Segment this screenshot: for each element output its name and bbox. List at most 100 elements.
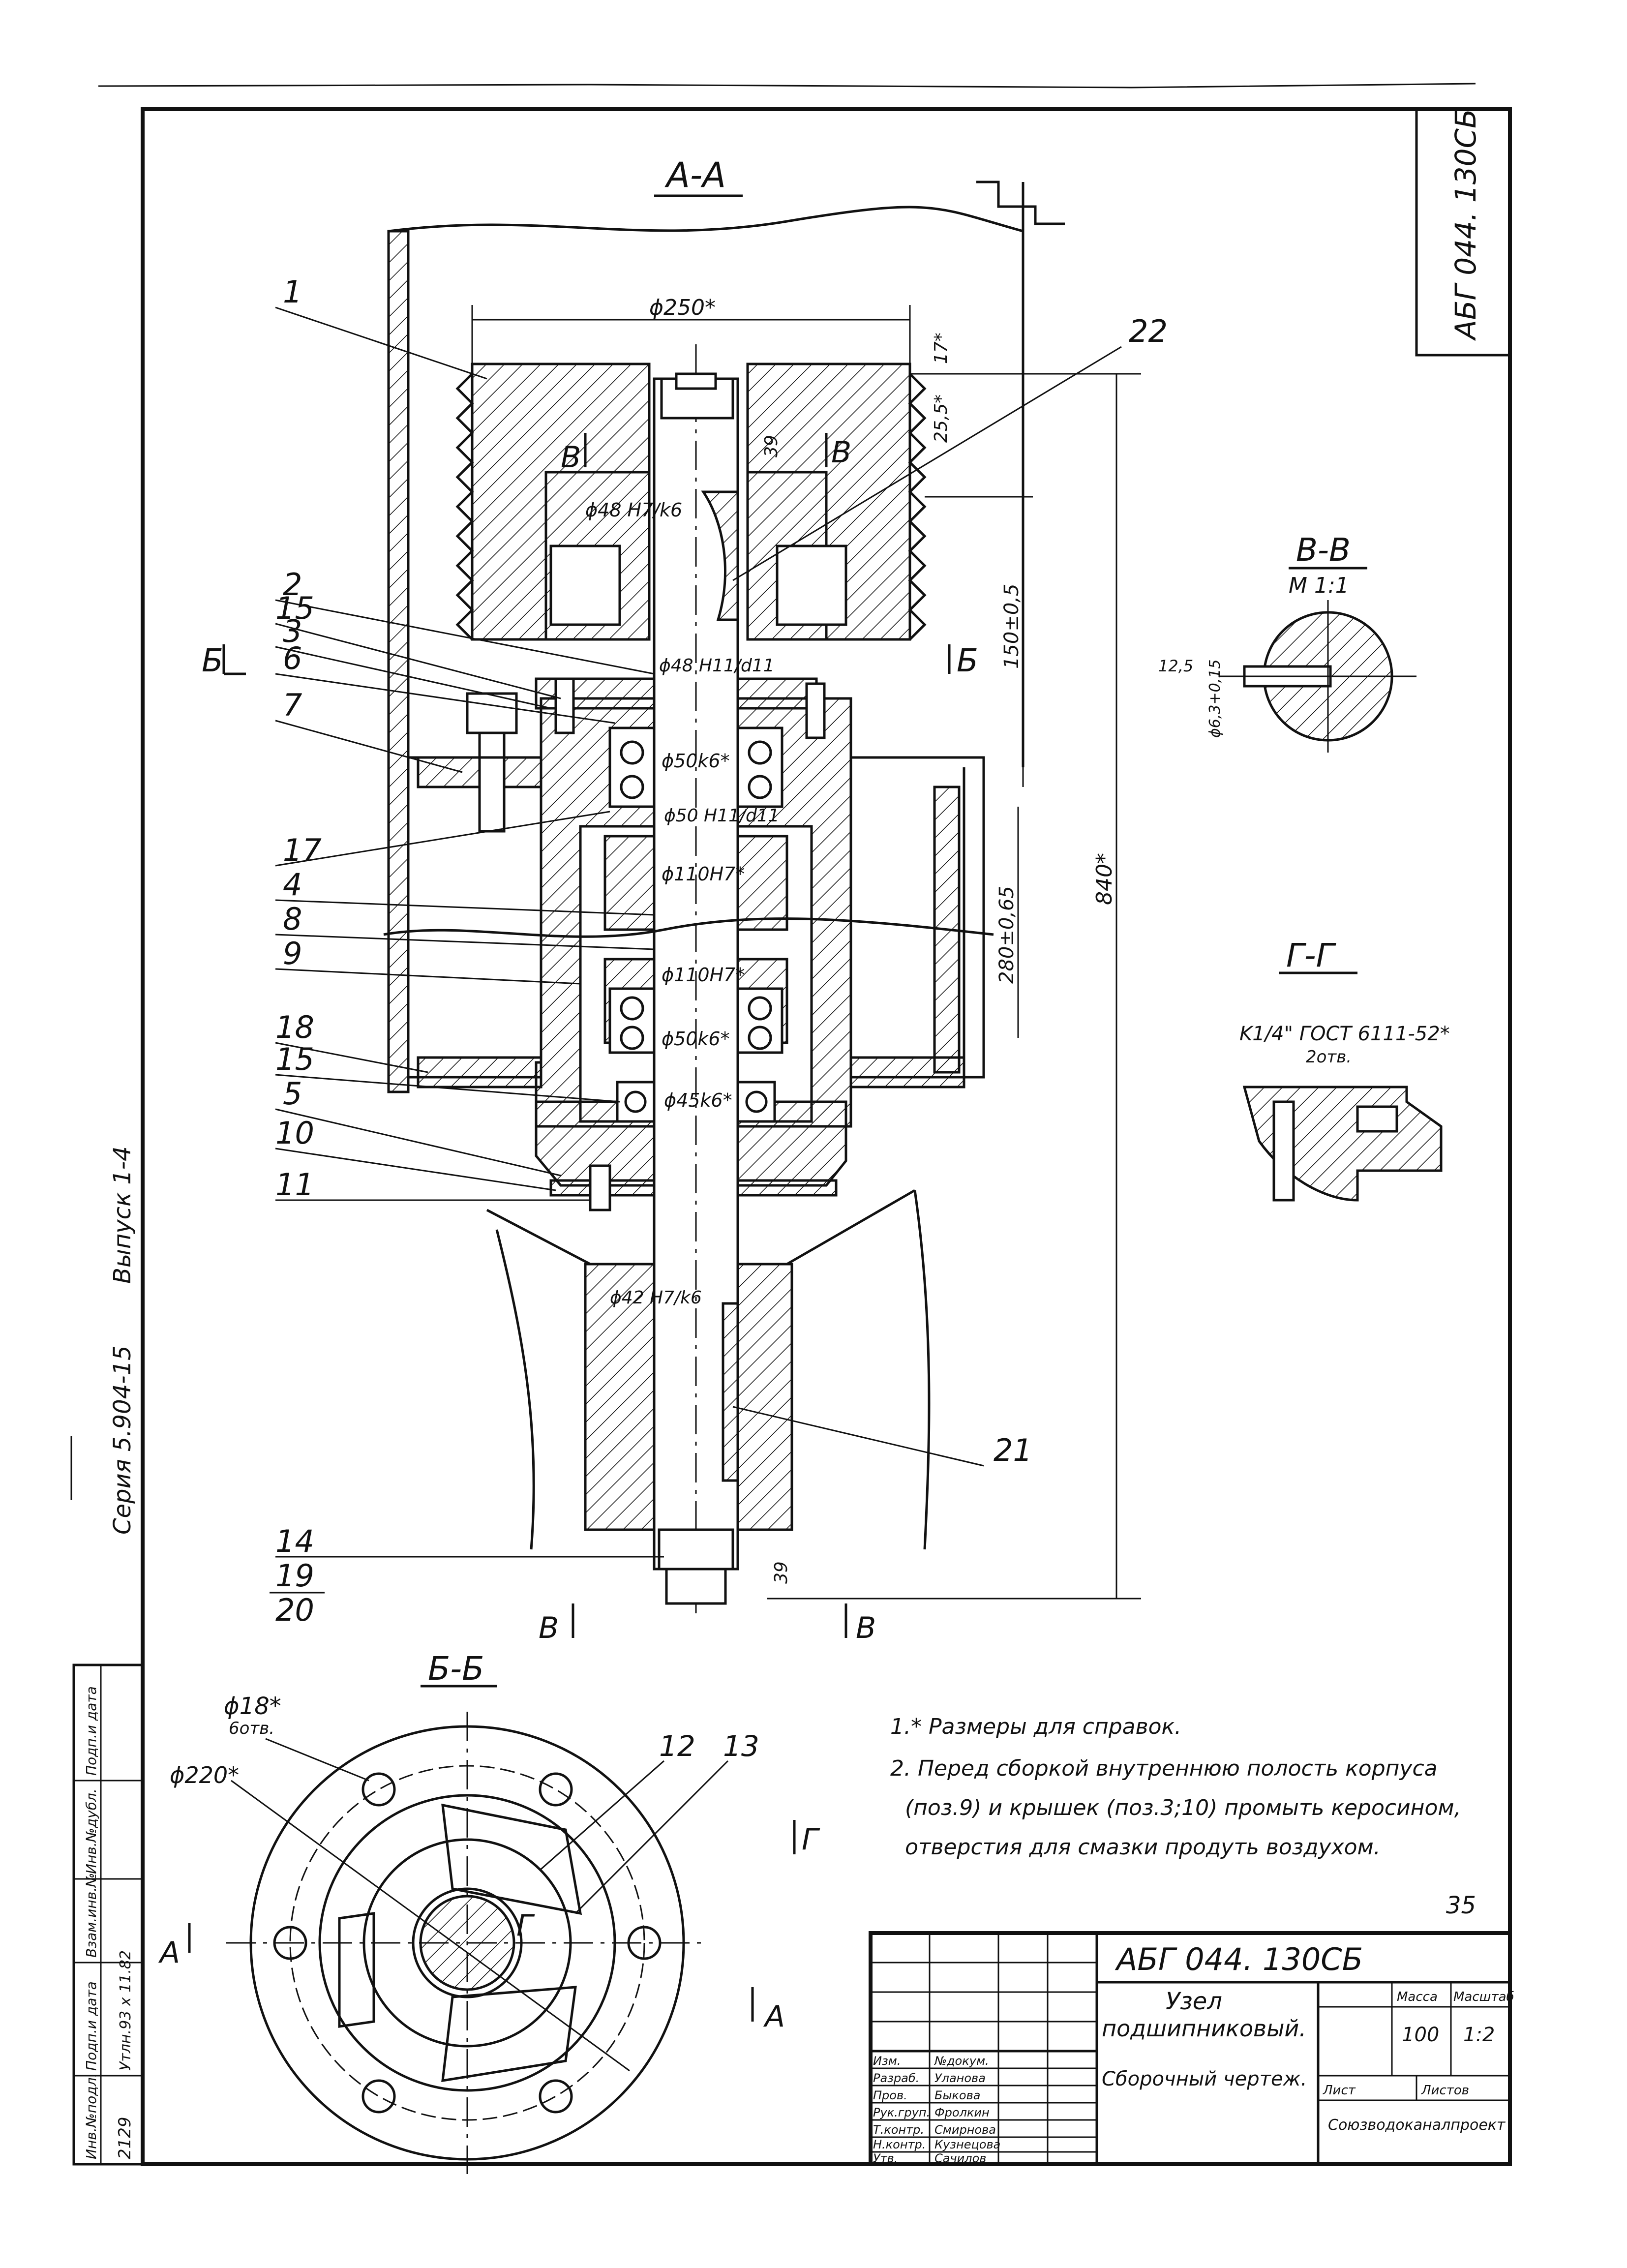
pos-12-leader xyxy=(541,1760,664,1870)
coupling-left xyxy=(584,1263,656,1531)
title-block: АБГ 044. 130СБ Узел подшипниковый. Сборо… xyxy=(869,1931,1514,2166)
section-gg-title: Г-Г xyxy=(1286,937,1337,974)
left-stamp-h4: Подп.и дата xyxy=(83,1686,99,1776)
pos-18: 18 xyxy=(275,1009,314,1045)
left-stamp-sign: Утлн.93 х 11.82 xyxy=(117,1950,134,2071)
bottom-screw xyxy=(589,1164,611,1211)
pos-3: 3 xyxy=(283,613,302,649)
left-stamp: Инв.№подл. Подп.и дата Взам.инв.№ Инв.№д… xyxy=(72,1663,144,2166)
dim-d220: ϕ220* xyxy=(170,1762,239,1788)
dim-d17: 17* xyxy=(931,333,951,364)
spacer-left-top xyxy=(603,835,656,931)
flange-rib-bottom xyxy=(441,1986,577,2082)
note-3: (поз.9) и крышек (поз.3;10) промыть керо… xyxy=(905,1795,1461,1820)
tb-scale: 1:2 xyxy=(1463,2024,1495,2046)
tb-code: АБГ 044. 130СБ xyxy=(1115,1941,1363,1977)
left-stamp-h3: Инв.№дубл. xyxy=(83,1788,99,1874)
corner-code: АБГ 044. 130СБ xyxy=(1449,109,1482,341)
dim-d150: 150±0,5 xyxy=(1000,584,1023,669)
pos-17: 17 xyxy=(283,832,322,868)
page-number: 35 xyxy=(1446,1892,1476,1919)
left-stamp-h2: Взам.инв.№ xyxy=(83,1873,99,1958)
pos-2: 2 xyxy=(283,567,302,603)
section-vv-scale: М 1:1 xyxy=(1289,573,1349,598)
dim-d110-top: ϕ110H7* xyxy=(662,863,745,885)
tb-sheet-label: Лист xyxy=(1323,2083,1356,2098)
pos-4: 4 xyxy=(283,867,302,903)
pos-15-bot: 15 xyxy=(275,1041,314,1077)
cut-v-bottom-left: В xyxy=(539,1611,559,1645)
key-21 xyxy=(722,1302,739,1482)
bolt-head xyxy=(466,692,518,734)
pos-1: 1 xyxy=(283,274,302,310)
left-wall xyxy=(387,230,410,1093)
tb-role-1: Разраб. xyxy=(873,2071,919,2085)
dim-d110-bot: ϕ110H7* xyxy=(662,964,745,986)
dim-d42: ϕ42 H7/k6 xyxy=(610,1288,702,1308)
technical-notes: 1.* Размеры для справок. 2. Перед сборко… xyxy=(890,1714,1461,1860)
dim-d250: ϕ250* xyxy=(649,295,716,320)
housing-corner xyxy=(976,181,1065,225)
tb-role-3: Рук.груп. xyxy=(873,2106,930,2119)
break-line-mid xyxy=(383,917,994,938)
tb-namecol-2: Быкова xyxy=(934,2088,980,2102)
pos-21: 21 xyxy=(994,1432,1032,1468)
tb-role-2: Пров. xyxy=(873,2088,907,2102)
frame-right-bottom xyxy=(849,1056,965,1089)
pos-15-top: 15 xyxy=(275,590,314,626)
cover-top-left xyxy=(535,677,656,710)
scan-edge-line xyxy=(98,83,1476,89)
tb-sheets-label: Листов xyxy=(1421,2083,1469,2098)
pulley-window-right xyxy=(776,544,847,626)
pos-13-leader xyxy=(574,1760,729,1914)
bolt-shank xyxy=(478,731,506,833)
frame-left-bottom xyxy=(417,1056,542,1089)
cut-v-left: В xyxy=(561,440,581,475)
pos-12: 12 xyxy=(659,1729,695,1763)
dim-d48-h7k6: ϕ48 H7/k6 xyxy=(585,499,682,521)
tb-namecol-4: Смирнова xyxy=(934,2123,996,2137)
dim-d48-h11d11: ϕ48 H11/d11 xyxy=(659,656,775,676)
dim-d50-h11d11: ϕ50 H11/d11 xyxy=(664,806,780,826)
spacer-right-top xyxy=(736,835,788,931)
section-gg-bore xyxy=(1272,1100,1295,1202)
pos-22: 22 xyxy=(1129,313,1168,349)
note-2: 2. Перед сборкой внутреннюю полость корп… xyxy=(890,1756,1438,1781)
cover-bottom-right xyxy=(736,1179,838,1197)
coupling-right xyxy=(736,1263,793,1531)
pos-10: 10 xyxy=(275,1115,314,1151)
note-4: отверстия для смазки продуть воздухом. xyxy=(905,1835,1381,1860)
dim-d18: ϕ18* xyxy=(224,1693,281,1720)
cut-a-left: А xyxy=(158,1935,180,1970)
tb-mass-label: Масса xyxy=(1397,1990,1438,2004)
tb-role-4: Т.контр. xyxy=(873,2123,924,2137)
dim-d840: 840* xyxy=(1092,853,1117,905)
tb-namecol-3: Фролкин xyxy=(934,2106,990,2119)
cotter-top xyxy=(675,372,717,390)
tb-role-0: Изм. xyxy=(873,2054,901,2068)
left-stamp-h1: Подп.и дата xyxy=(83,1981,99,2071)
cut-v-right: В xyxy=(831,435,851,470)
dim-d25: 25,5* xyxy=(931,394,951,443)
bearing-bot-right xyxy=(736,987,783,1054)
cut-v-bottom-right: В xyxy=(856,1611,876,1645)
dim-d280: 280±0,65 xyxy=(995,886,1018,984)
tb-name-3: Сборочный чертеж. xyxy=(1102,2068,1307,2090)
cut-g-right: Г xyxy=(802,1822,820,1857)
dim-d18-leader xyxy=(265,1738,369,1782)
tb-name-1: Узел xyxy=(1166,1988,1222,2015)
tb-namecol-5: Кузнецова xyxy=(934,2138,1000,2151)
key-22 xyxy=(701,490,739,621)
dim-d50k6-top: ϕ50k6* xyxy=(662,750,730,772)
bearing-top-left xyxy=(608,726,656,808)
frame-left xyxy=(407,756,542,1079)
gg-holes: 2отв. xyxy=(1306,1047,1352,1067)
section-aa-title: А-А xyxy=(664,155,726,195)
dim-d12-5: 12,5 xyxy=(1158,657,1193,675)
lower-curve-right xyxy=(913,1190,931,1550)
cut-b-left: Б xyxy=(202,643,223,679)
flange-rib-left xyxy=(338,1912,375,2028)
cover-top-right xyxy=(736,677,818,710)
